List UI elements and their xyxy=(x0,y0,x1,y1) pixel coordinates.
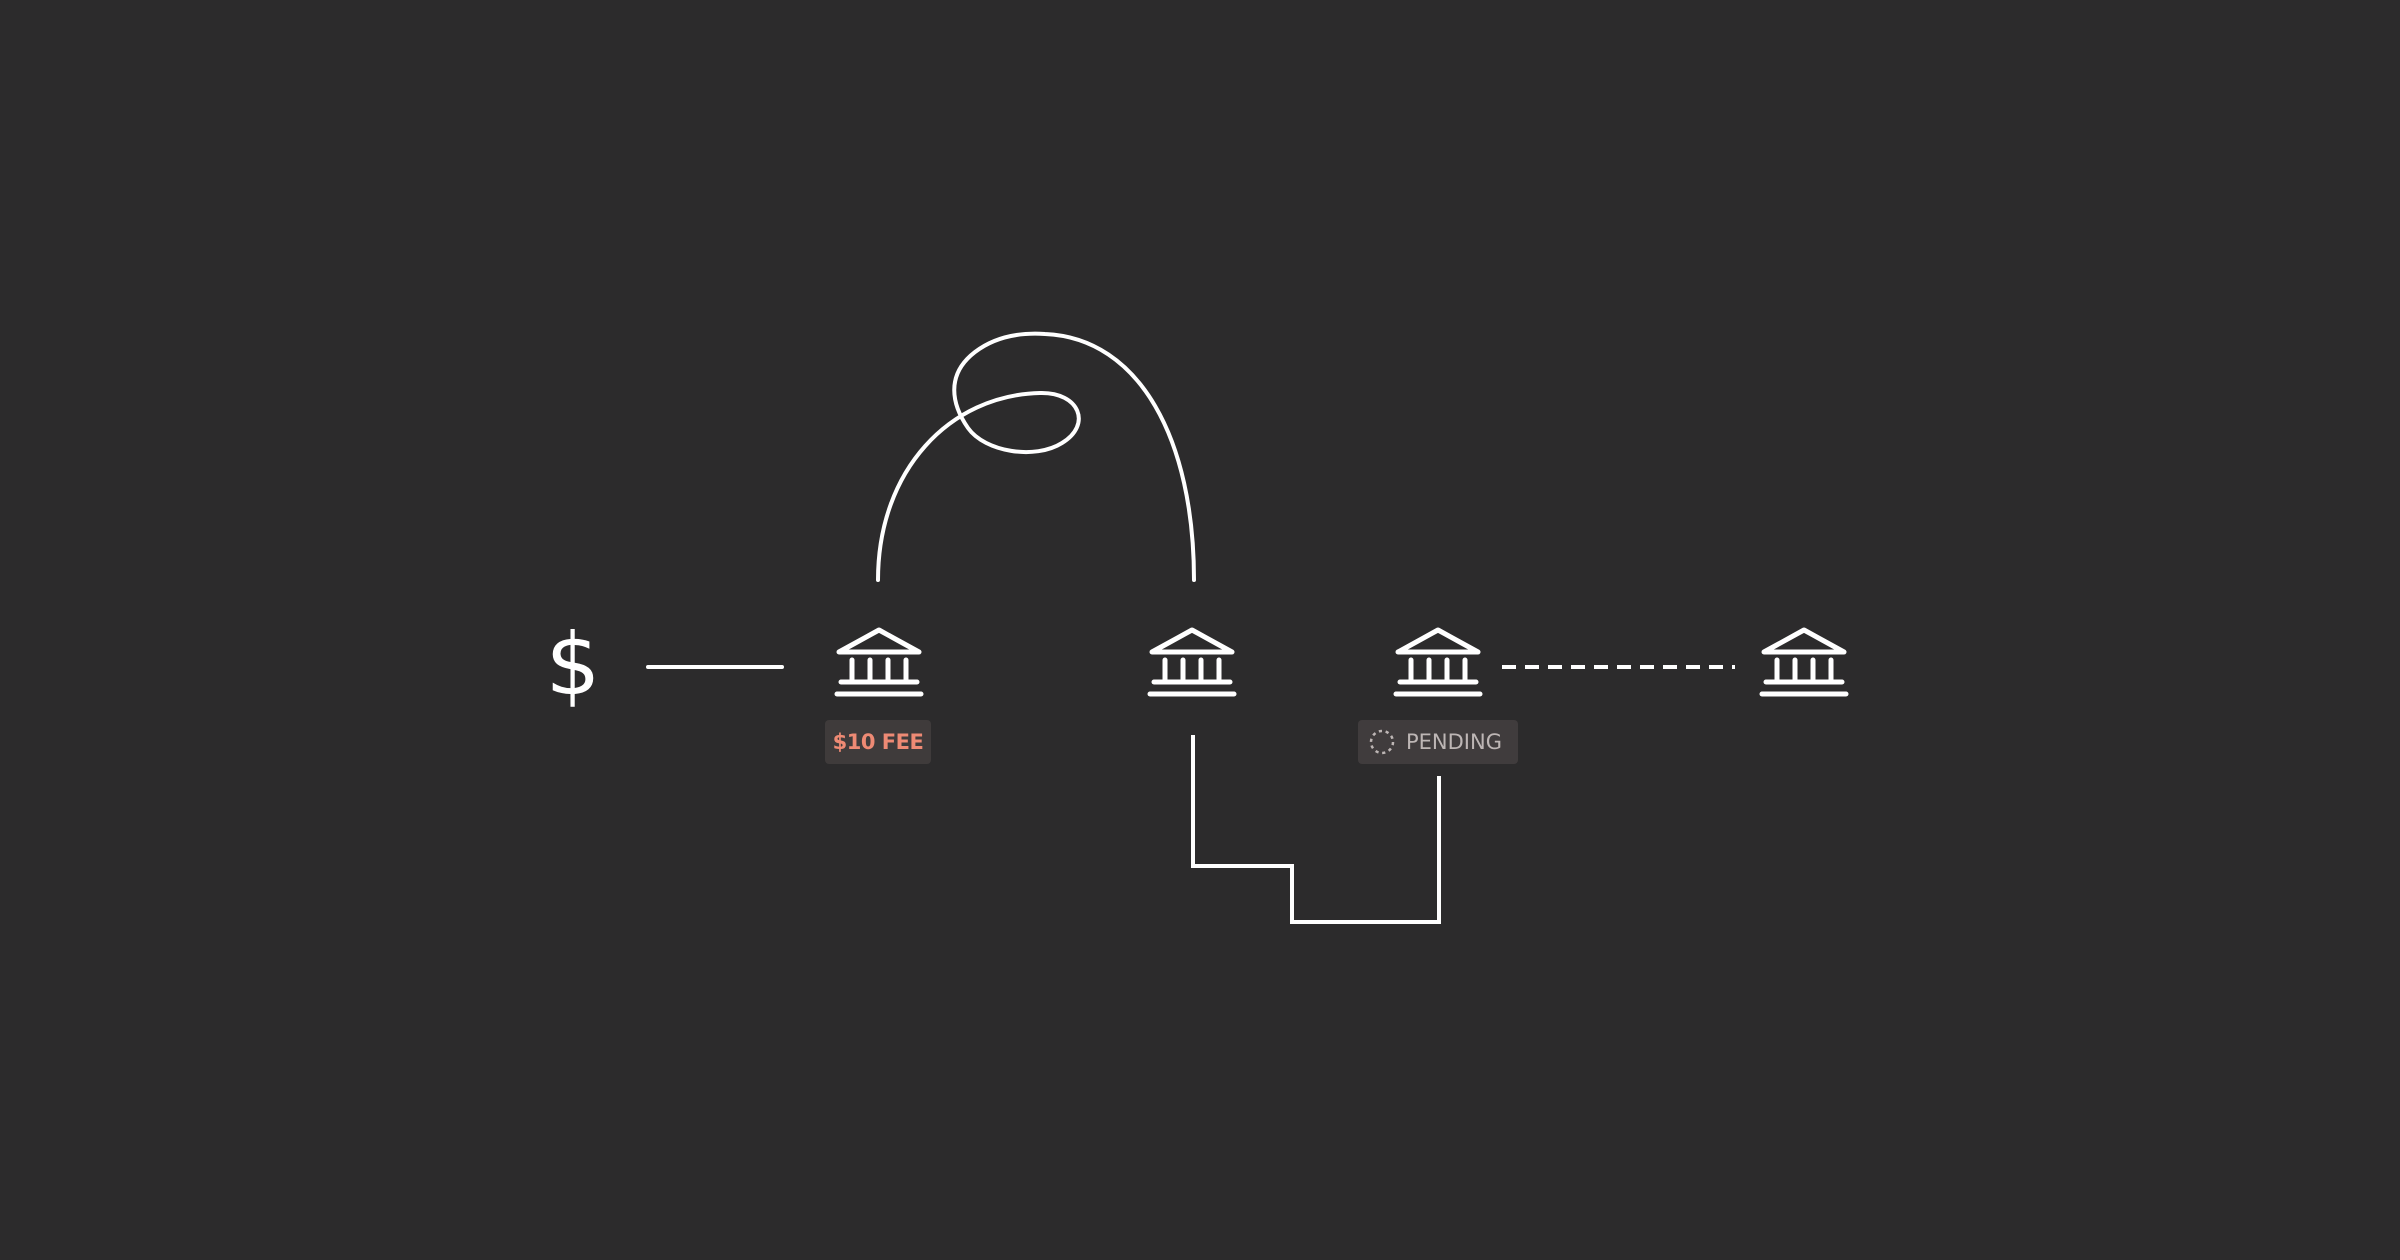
bank-icon xyxy=(1396,630,1480,694)
bank-icon xyxy=(1150,630,1234,694)
fee-badge: $10 FEE xyxy=(825,720,931,764)
connector-loop-curve xyxy=(876,331,1196,582)
bank-icon xyxy=(1762,630,1846,694)
pending-badge-label: PENDING xyxy=(1406,730,1502,754)
dollar-icon: $ xyxy=(545,615,601,715)
connector-stepped xyxy=(1191,735,1441,924)
fee-badge-label: $10 FEE xyxy=(832,730,924,754)
bank-icon xyxy=(837,630,921,694)
spinner-icon xyxy=(1369,729,1395,755)
pending-badge: PENDING xyxy=(1358,720,1518,764)
